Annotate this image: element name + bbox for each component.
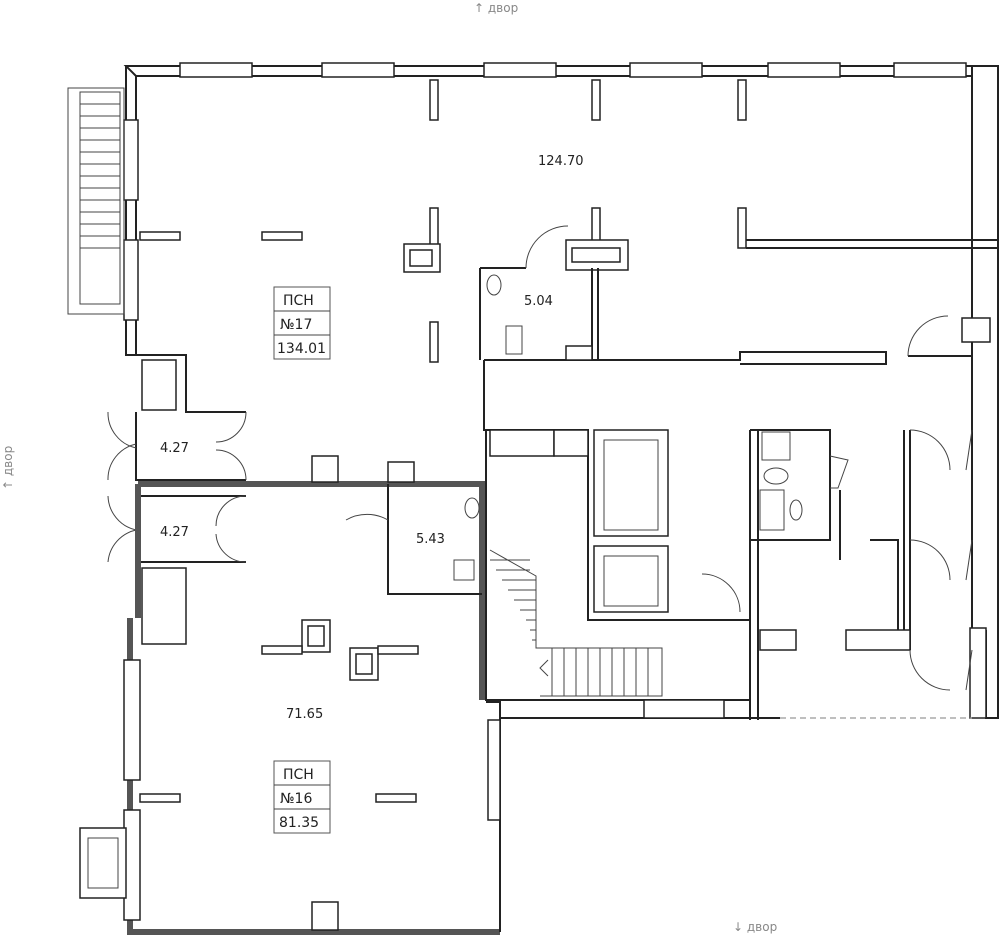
unit-badge-17: ПСН №17 134.01 [273,286,331,360]
unit-number: №17 [280,317,312,333]
windows-top [179,62,967,78]
room-area-label: 124.70 [538,154,584,169]
room-area-label: 4.27 [160,441,189,456]
unit-type: ПСН [283,293,314,309]
room-area-label: 71.65 [286,707,323,722]
unit-17-walls [139,79,998,365]
unit-area: 81.35 [279,815,319,831]
outer-walls [67,62,999,719]
right-rooms [749,429,987,720]
unit-type: ПСН [283,767,314,783]
core-stair [489,549,663,697]
direction-label-left: ↑ двор [1,446,15,490]
unit-16-boundary [79,455,501,935]
unit-number: №16 [280,791,312,807]
room-area-label: 5.04 [524,294,553,309]
room-area-label: 4.27 [160,525,189,540]
room-area-label: 5.43 [416,532,445,547]
exterior-stair [67,87,125,315]
unit-area: 134.01 [277,341,326,357]
core-walls [483,360,780,719]
direction-label-bottom: ↓ двор [733,920,777,934]
direction-label-top: ↑ двор [474,1,518,15]
vestibule-walls [107,354,247,645]
unit-badge-16: ПСН №16 81.35 [273,760,331,834]
